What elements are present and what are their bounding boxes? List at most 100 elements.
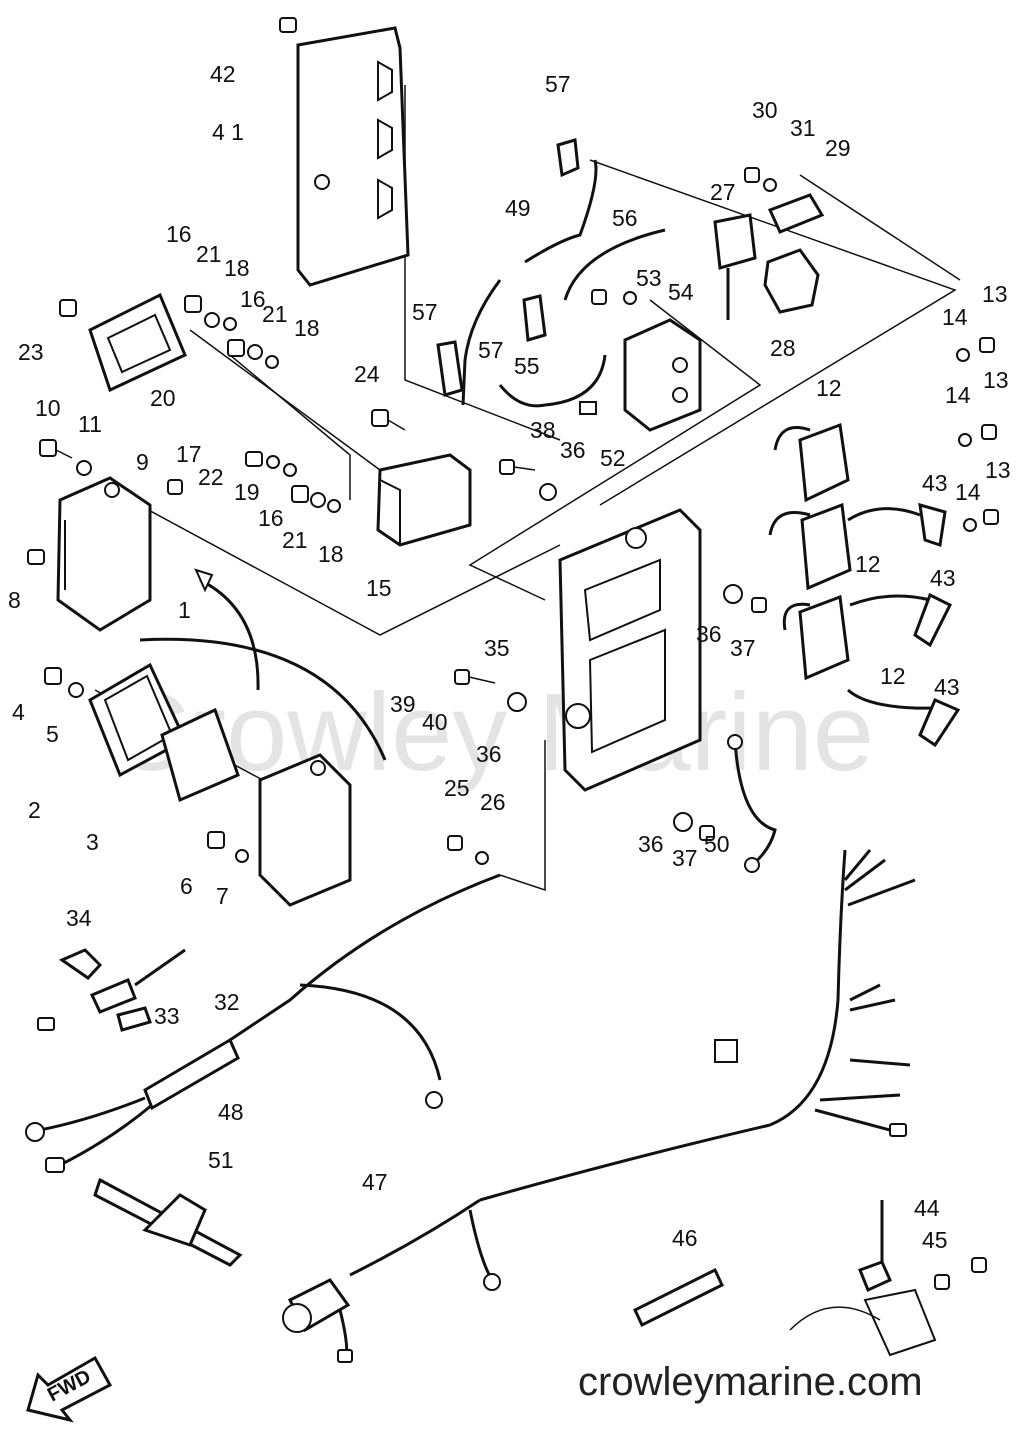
callout-c18c: 18 [318, 541, 344, 567]
callout-c43b: 43 [930, 565, 956, 591]
part-2-gasket[interactable] [88, 662, 187, 778]
part-41-cover[interactable] [296, 26, 410, 287]
callout-c3: 3 [86, 829, 99, 855]
callout-c27: 27 [710, 179, 736, 205]
part-31-washer[interactable] [763, 178, 777, 192]
part-39-bolt[interactable] [454, 669, 496, 685]
part-33-sleeve[interactable] [116, 1006, 152, 1032]
right-harness-bundle[interactable] [714, 849, 916, 1137]
callout-c16a: 16 [166, 221, 192, 247]
part-27-solenoid[interactable] [713, 213, 757, 320]
callout-c29: 29 [825, 135, 851, 161]
callout-c41: 4 1 [212, 119, 244, 145]
part-20-bracket[interactable] [88, 292, 187, 393]
part-11-washer[interactable] [76, 460, 92, 476]
part-52-module[interactable] [623, 318, 702, 432]
part-34-clip[interactable] [58, 948, 103, 980]
part-23-screw[interactable] [59, 299, 77, 317]
part-53-screw[interactable] [591, 289, 607, 305]
callout-c39: 39 [390, 691, 416, 717]
callout-c55: 55 [514, 353, 540, 379]
part-29-bracket[interactable] [767, 193, 825, 234]
callout-c40: 40 [422, 709, 448, 735]
part-56-lead[interactable] [563, 228, 666, 301]
callout-c28: 28 [770, 335, 796, 361]
callout-c36c: 36 [476, 741, 502, 767]
callout-c17: 17 [176, 441, 202, 467]
part-55-lead[interactable] [498, 354, 607, 415]
callout-c4: 4 [12, 699, 25, 725]
part-1b-cdi-unit[interactable] [258, 753, 352, 907]
callout-c47: 47 [362, 1169, 388, 1195]
part-50-ground-lead[interactable] [727, 734, 777, 873]
part-51-holder[interactable] [93, 1177, 243, 1267]
nuts-washers-upper[interactable] [184, 295, 341, 513]
callout-c44: 44 [914, 1195, 940, 1221]
callout-c13b: 13 [983, 367, 1009, 393]
callout-c11: 11 [78, 411, 102, 437]
part-49-tube[interactable] [461, 159, 598, 406]
part-35-mounting-plate[interactable] [558, 508, 702, 792]
part-25-screw[interactable] [447, 835, 463, 851]
part-14-washers[interactable] [956, 348, 977, 532]
callout-c15: 15 [366, 575, 392, 601]
part-38-bolt[interactable] [499, 459, 536, 475]
part-15-rectifier[interactable] [376, 453, 472, 547]
callout-c18b: 18 [294, 315, 320, 341]
callout-c35: 35 [484, 635, 510, 661]
callout-c5: 5 [46, 721, 59, 747]
part-26-washer[interactable] [475, 851, 489, 865]
callout-c38: 38 [530, 417, 556, 443]
part-43-plug-caps[interactable] [846, 502, 961, 748]
callout-c51: 51 [208, 1147, 234, 1173]
callout-c48: 48 [218, 1099, 244, 1125]
callout-c43a: 43 [922, 470, 948, 496]
part-28-cover[interactable] [763, 248, 820, 314]
callout-c16c: 16 [258, 505, 284, 531]
callout-c23: 23 [18, 339, 44, 365]
part-46-sleeve[interactable] [633, 1267, 724, 1328]
part-32-sensor-lead[interactable] [37, 948, 186, 1031]
callout-c12a: 12 [816, 375, 842, 401]
install-arrow [139, 568, 387, 761]
callout-c21a: 21 [196, 241, 222, 267]
part-4-screw[interactable] [44, 667, 62, 685]
callout-c26: 26 [480, 789, 506, 815]
part-47-main-harness[interactable] [282, 1123, 771, 1363]
part-57-caps[interactable] [436, 138, 580, 397]
part-24-screw[interactable] [371, 409, 406, 431]
callout-c43c: 43 [934, 674, 960, 700]
part-30-screw[interactable] [744, 167, 760, 183]
part-37-collars[interactable] [699, 597, 767, 841]
part-1-cdi-unit[interactable] [56, 476, 152, 632]
part-13-screws[interactable] [979, 337, 999, 525]
part-54-washer[interactable] [623, 291, 637, 305]
part-3-plate[interactable] [160, 707, 240, 803]
callout-c2: 2 [28, 797, 41, 823]
callout-c49: 49 [505, 195, 531, 221]
site-url: crowleymarine.com [578, 1360, 923, 1404]
callout-c13a: 13 [982, 281, 1008, 307]
callout-c34: 34 [66, 905, 92, 931]
callout-c22: 22 [198, 464, 224, 490]
part-6-screw[interactable] [207, 831, 225, 849]
part-5-washer[interactable] [68, 682, 84, 698]
part-36-grommets[interactable] [507, 483, 743, 832]
callout-c18a: 18 [224, 255, 250, 281]
part-48-harness[interactable] [25, 873, 501, 1173]
part-9-cap[interactable] [167, 479, 183, 495]
callout-c10: 10 [35, 395, 61, 421]
part-8-cap[interactable] [27, 549, 45, 565]
callout-c52: 52 [600, 445, 626, 471]
callout-c32: 32 [214, 989, 240, 1015]
fwd-arrow: FWD [26, 1355, 113, 1423]
part-12-ignition-coils[interactable] [768, 422, 852, 681]
part-10-screw[interactable] [39, 439, 73, 459]
part-45-screw[interactable] [934, 1257, 987, 1290]
part-7-washer[interactable] [235, 849, 249, 863]
part-44-switch-lead[interactable] [858, 1200, 892, 1293]
callout-c45: 45 [922, 1227, 948, 1253]
callout-c54: 54 [668, 279, 694, 305]
part-42-screw[interactable] [279, 17, 297, 33]
